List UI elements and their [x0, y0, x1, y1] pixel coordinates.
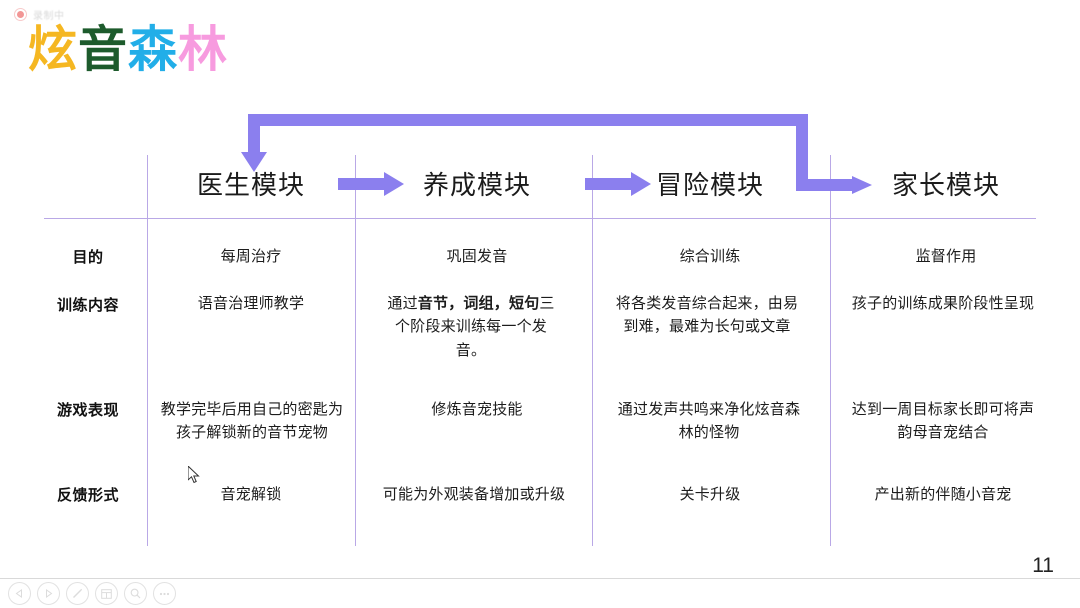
row-label-purpose: 目的 [72, 249, 104, 266]
presentation-toolbar [0, 578, 1080, 608]
more-options-button[interactable] [153, 582, 176, 605]
cell-r1c3: 孩子的训练成果阶段性呈现 [851, 295, 1035, 312]
grid-icon [101, 588, 112, 599]
slide-number: 11 [1032, 554, 1054, 577]
zoom-button[interactable] [124, 582, 147, 605]
mouse-cursor [188, 466, 200, 484]
cell-r0c2: 综合训练 [679, 248, 741, 265]
record-dot-icon [14, 8, 27, 21]
recording-badge: 录制中 [14, 7, 65, 22]
row-label-feedback: 反馈形式 [56, 487, 119, 504]
module-header-adventure: 冒险模块 [655, 169, 764, 200]
column-divider-4 [830, 155, 831, 546]
cell-r0c1: 巩固发音 [446, 248, 508, 265]
module-header-parent: 家长模块 [891, 169, 1000, 200]
cell-r2c3: 达到一周目标家长即可将声韵母音宠结合 [851, 401, 1035, 442]
cell-r0c3: 监督作用 [915, 248, 977, 265]
title-char-1: 音 [78, 23, 129, 77]
cell-r2c0: 教学完毕后用自己的密匙为孩子解锁新的音节宠物 [160, 401, 344, 442]
cell-r3c2: 关卡升级 [679, 486, 741, 503]
cell-r3c1: 可能为外观装备增加或升级 [382, 486, 566, 503]
next-slide-button[interactable] [37, 582, 60, 605]
cell-r3c0: 音宠解锁 [220, 486, 282, 503]
column-divider-1 [147, 155, 148, 546]
cell-r1c1: 通过音节，词组，短句三个阶段来训练每一个发音。 [387, 295, 555, 359]
title-char-0: 炫 [28, 23, 79, 77]
cell-r0c0: 每周治疗 [220, 248, 282, 265]
cell-r2c2: 通过发声共鸣来净化炫音森林的怪物 [617, 401, 801, 442]
cell-r1c2: 将各类发音综合起来，由易到难，最难为长句或文章 [615, 295, 799, 336]
title-char-2: 森 [128, 23, 179, 77]
page-title: 炫音森林 [28, 26, 228, 75]
recording-label: 录制中 [33, 11, 65, 22]
module-header-training: 养成模块 [422, 169, 531, 200]
triangle-left-icon [15, 589, 22, 598]
triangle-right-icon [46, 589, 53, 598]
row-label-gameplay: 游戏表现 [56, 402, 119, 419]
row-label-content: 训练内容 [56, 297, 119, 314]
ellipsis-icon [159, 592, 170, 595]
prev-slide-button[interactable] [8, 582, 31, 605]
module-header-doctor: 医生模块 [196, 169, 305, 200]
layout-view-button[interactable] [95, 582, 118, 605]
title-char-3: 林 [178, 23, 229, 77]
cell-r3c3: 产出新的伴随小音宠 [874, 486, 1012, 503]
pen-tool-button[interactable] [66, 582, 89, 605]
magnifier-icon [130, 588, 141, 599]
cell-r2c1: 修炼音宠技能 [431, 401, 523, 418]
column-divider-2 [355, 155, 356, 546]
cell-r1c0: 语音治理师教学 [197, 295, 305, 312]
column-divider-3 [592, 155, 593, 546]
header-divider-line [44, 218, 1036, 219]
pen-icon [73, 588, 82, 598]
